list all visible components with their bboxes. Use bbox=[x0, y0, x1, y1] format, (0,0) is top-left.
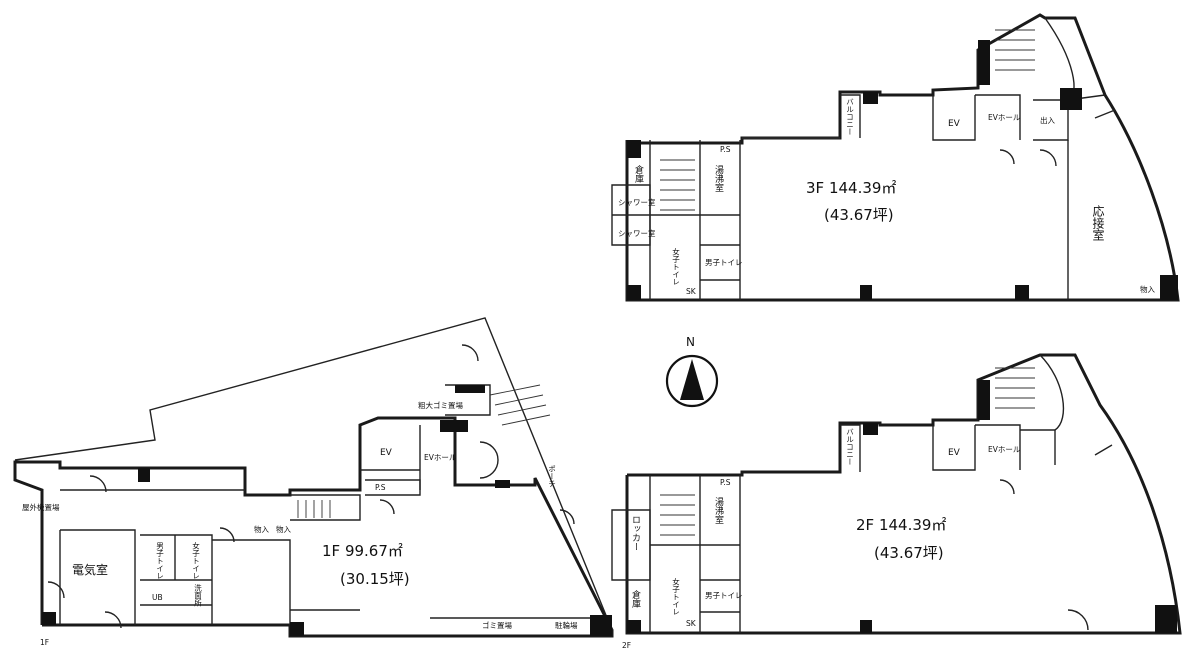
womens-restroom-label-2f: 女子トイレ bbox=[671, 577, 680, 616]
floor-tag-2f: 2F bbox=[622, 641, 631, 650]
storage2-label-3f: 物入 bbox=[1140, 284, 1156, 294]
washroom-label-1f: 洗面所 bbox=[193, 583, 202, 608]
ev-hall-label-3f: EVホール bbox=[988, 113, 1021, 122]
ev-label-3f: EV bbox=[948, 119, 961, 129]
balcony-label-3f: バルコニー bbox=[845, 98, 854, 136]
area-2f: 2F 144.39㎡ bbox=[856, 516, 946, 534]
ub-label-1f: UB bbox=[152, 593, 163, 602]
tsubo-1f: (30.15坪) bbox=[340, 570, 410, 588]
ev-label-2f: EV bbox=[948, 448, 961, 458]
floor-1f: 1F 99.67㎡ (30.15坪) 電気室 屋外機置場 粗大ゴミ置場 ゴミ置場… bbox=[13, 317, 614, 647]
storage-b-label-1f: 物入 bbox=[276, 524, 291, 534]
north-arrow-icon bbox=[680, 359, 704, 400]
balcony-label-2f: バルコニー bbox=[845, 428, 854, 466]
compass-ring bbox=[665, 354, 719, 408]
floor-tag-1f: 1F bbox=[40, 638, 49, 647]
hot-water-label-3f: 湯沸室 bbox=[713, 165, 724, 192]
bulky-trash-label: 粗大ゴミ置場 bbox=[418, 400, 463, 410]
reception-room-label: 応接室 bbox=[1091, 205, 1105, 241]
hot-water-label-2f: 湯沸室 bbox=[713, 497, 724, 524]
mens-restroom-label-1f: 男子トイレ bbox=[155, 542, 164, 580]
mens-restroom-label-2f: 男子トイレ bbox=[705, 591, 743, 600]
womens-restroom-label-1f: 女子トイレ bbox=[191, 541, 200, 580]
outdoor-unit-area-label: 屋外機置場 bbox=[22, 502, 60, 512]
porch-label: ポーチ bbox=[548, 465, 557, 488]
storage-a-label-1f: 物入 bbox=[254, 524, 269, 534]
locker-label-2f: ロッカー bbox=[630, 515, 640, 551]
floor-2f: 2F 144.39㎡ (43.67坪) ロッカー 倉庫 湯沸室 女子トイレ 男子… bbox=[611, 353, 1182, 650]
storage-label-3f: 倉庫 bbox=[633, 164, 644, 184]
trash-area-label: ゴミ置場 bbox=[482, 620, 512, 630]
ev-hall-label-1f: EVホール bbox=[424, 453, 457, 462]
tsubo-3f: (43.67坪) bbox=[824, 206, 894, 224]
shower-label-3f-b: シャワー室 bbox=[618, 228, 656, 238]
shower-label-3f-a: シャワー室 bbox=[618, 197, 656, 207]
mens-restroom-label-3f: 男子トイレ bbox=[705, 258, 743, 267]
floor-3f: 3F 144.39㎡ (43.67坪) 応接室 倉庫 湯沸室 女子トイレ 男子ト… bbox=[611, 13, 1180, 302]
ps-label-2f: P.S bbox=[720, 478, 731, 487]
womens-restroom-label-3f: 女子トイレ bbox=[671, 247, 680, 286]
sk-label-3f: SK bbox=[686, 287, 697, 296]
bicycle-parking-label: 駐輪場 bbox=[555, 620, 578, 630]
ps-label-3f: P.S bbox=[720, 145, 731, 154]
ev-hall-label-2f: EVホール bbox=[988, 445, 1021, 454]
ev-label-1f: EV bbox=[380, 448, 393, 458]
sk-label-2f: SK bbox=[686, 619, 697, 628]
tsubo-2f: (43.67坪) bbox=[874, 544, 944, 562]
ps-label-1f: P.S bbox=[375, 483, 386, 492]
entrance-label-3f: 出入 bbox=[1040, 115, 1056, 125]
storage-label-2f: 倉庫 bbox=[630, 589, 641, 609]
area-1f: 1F 99.67㎡ bbox=[322, 542, 403, 560]
electric-room-label: 電気室 bbox=[72, 562, 108, 577]
compass-label: N bbox=[686, 335, 695, 349]
north-compass: N bbox=[665, 335, 719, 408]
area-3f: 3F 144.39㎡ bbox=[806, 179, 896, 197]
